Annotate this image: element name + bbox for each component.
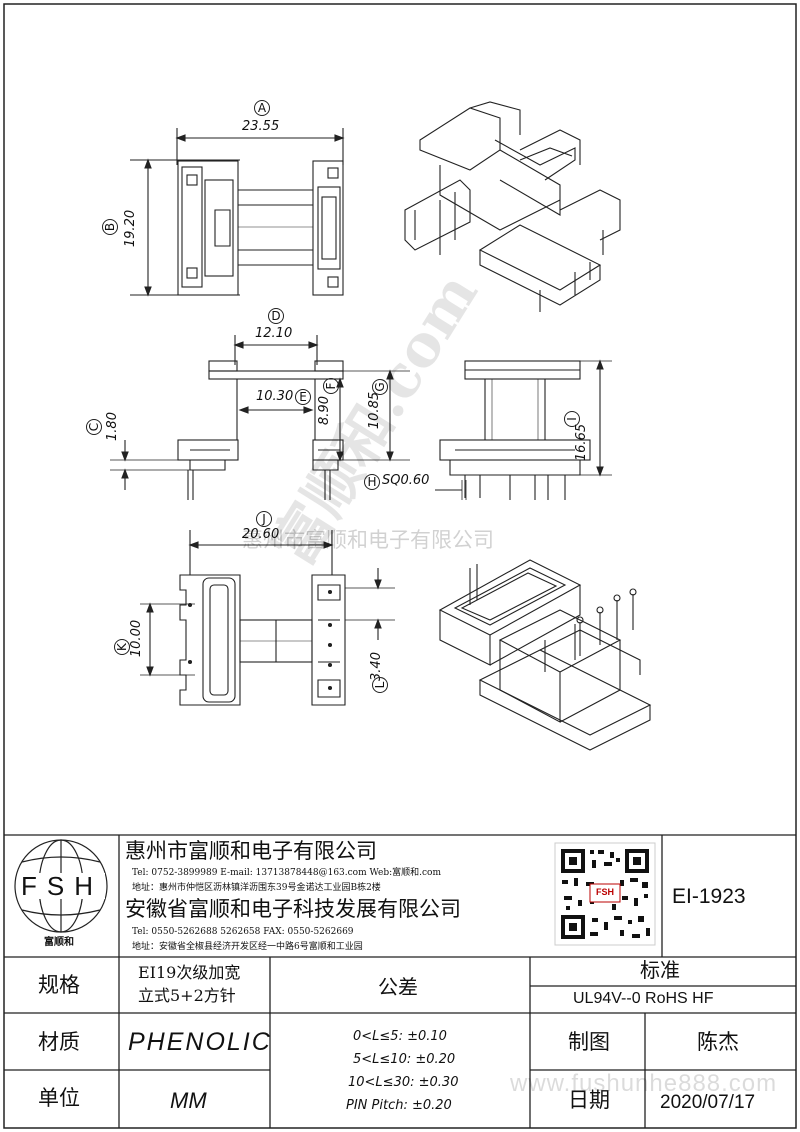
spec-label: 规格 [38, 973, 80, 997]
logo-name: 富顺和 [44, 937, 74, 948]
drawn-label: 制图 [568, 1030, 610, 1054]
dim-b-value: 19.20 [123, 209, 139, 248]
isometric-view-top [404, 101, 621, 312]
company1-contact: Tel: 0752-3899989 E-mail: 13713878448@16… [132, 868, 441, 878]
company1-name: 惠州市富顺和电子有限公司 [125, 839, 377, 863]
dim-j-value: 20.60 [242, 527, 280, 542]
dim-e-letter: E [295, 389, 311, 405]
dim-h-letter: H [364, 474, 380, 490]
dim-f-value: 8.90 [316, 396, 332, 425]
dim-e-value: 10.30 [256, 389, 294, 404]
material-label: 材质 [38, 1030, 80, 1054]
qr-label: FSH [596, 887, 614, 897]
dim-a-value: 23.55 [242, 119, 280, 134]
company2-address: 地址：安徽省全椒县经济开发区经一中路6号富顺和工业园 [132, 942, 363, 952]
top-view [130, 128, 345, 297]
watermark-url: www.fushunhe888.com [510, 1070, 778, 1097]
tolerance-line-1: 0<L≤5: ±0.10 [353, 1029, 447, 1044]
tolerance-line-2: 5<L≤10: ±0.20 [353, 1052, 456, 1067]
unit-value: MM [170, 1088, 207, 1113]
dim-h-value: SQ0.60 [382, 473, 430, 488]
company2-contact: Tel: 0550-5262688 5262658 FAX: 0550-5262… [132, 927, 354, 937]
dim-f-letter: F [323, 378, 339, 394]
part-number: EI-1923 [672, 885, 746, 908]
dim-d-value: 12.10 [255, 326, 293, 341]
tolerance-label: 公差 [378, 975, 418, 999]
logo-letters: FSH [19, 871, 105, 901]
dim-d-letter: D [268, 308, 284, 324]
dim-k-value: 10.00 [129, 619, 145, 658]
date-label: 日期 [568, 1088, 610, 1112]
dim-c-letter: C [86, 419, 102, 435]
front-view [110, 335, 410, 500]
company1-address: 地址：惠州市仲恺区沥林镇洋沥围东39号金诺达工业园B栋2楼 [132, 883, 381, 893]
title-block [4, 834, 796, 1128]
dim-k-letter: K [114, 639, 130, 655]
material-value: PHENOLIC [128, 1028, 272, 1056]
tolerance-line-3: 10<L≤30: ±0.30 [348, 1075, 459, 1090]
qr-code-icon [554, 842, 656, 946]
unit-label: 单位 [38, 1086, 80, 1110]
spec-value-line1: EI19次级加宽 [138, 963, 241, 982]
dim-i-value: 16.65 [574, 423, 590, 462]
date-value: 2020/07/17 [660, 1092, 756, 1113]
spec-value-line2: 立式5+2方针 [138, 986, 236, 1005]
dim-a-letter: A [254, 100, 270, 116]
company2-name: 安徽省富顺和电子科技发展有限公司 [125, 897, 461, 921]
watermark-company: 惠州市富顺和电子有限公司 [242, 528, 494, 552]
dim-b-letter: B [102, 219, 118, 235]
tolerance-line-4: PIN Pitch: ±0.20 [346, 1098, 452, 1113]
bottom-view [140, 530, 395, 706]
standard-label: 标准 [640, 958, 680, 982]
isometric-view-bottom [438, 559, 652, 751]
dim-c-value: 1.80 [104, 412, 120, 441]
dim-j-letter: J [256, 511, 272, 527]
standard-value: UL94V--0 RoHS HF [573, 990, 714, 1007]
dim-l-letter: L [372, 677, 388, 693]
drawn-value: 陈杰 [697, 1030, 739, 1054]
side-view [435, 359, 612, 500]
sheet-border [3, 3, 797, 1129]
